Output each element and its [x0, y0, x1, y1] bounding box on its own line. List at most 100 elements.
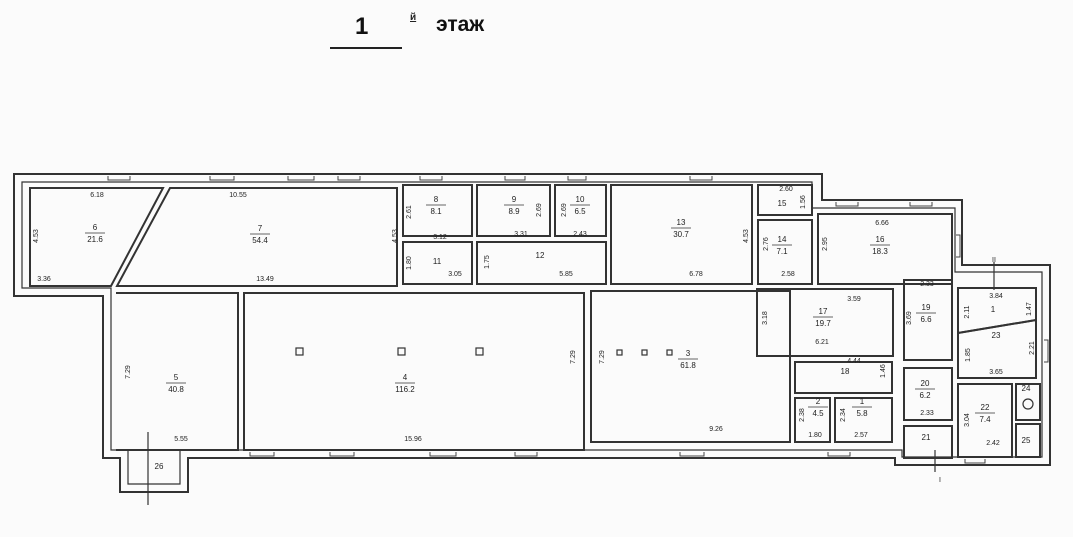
room-area: 18.3: [872, 247, 888, 256]
room-number: 7: [258, 224, 263, 233]
room-number: 1: [860, 397, 865, 406]
room-area: 61.8: [680, 361, 696, 370]
wall-room-10: [554, 184, 607, 237]
room-area: 6.5: [574, 207, 586, 216]
wall-room-17: [756, 288, 894, 357]
room-area: 6.6: [920, 315, 932, 324]
dimension-label: 3.69: [906, 311, 913, 325]
room-number: 11: [433, 257, 442, 266]
dimension-label: 3.12: [433, 234, 447, 241]
dimension-label: 1.47: [1026, 302, 1033, 316]
room-area: 19.7: [815, 319, 831, 328]
dimension-label: 4.53: [392, 229, 399, 243]
wall-room-21: [903, 425, 953, 459]
wall-room-6: [29, 187, 165, 287]
wall-room-7: [115, 187, 398, 287]
floor-ordinal-suffix: й: [410, 12, 417, 23]
dimension-label: 2.95: [822, 237, 829, 251]
room-number: 12: [536, 251, 545, 260]
column-marker: [616, 349, 623, 356]
dimension-label: 3.65: [989, 369, 1003, 376]
dimension-label: 3.31: [514, 231, 528, 238]
dimension-label: 1.46: [880, 364, 887, 378]
dimension-label: 6.66: [875, 220, 889, 227]
column-marker: [295, 347, 304, 356]
outer-wall-left: [13, 173, 1051, 493]
room-number: 15: [778, 199, 787, 208]
dimension-label: 2.76: [763, 237, 770, 251]
wall-room-4: [243, 292, 585, 451]
room-number: 13: [677, 218, 686, 227]
room-number: 5: [174, 373, 179, 382]
wall-room-15: [757, 184, 813, 216]
dimension-label: 2.11: [964, 305, 971, 318]
column-marker: [666, 349, 673, 356]
room-number: 26: [155, 462, 164, 471]
room-area: 30.7: [673, 230, 689, 239]
dimension-label: 2.57: [854, 432, 868, 439]
dimension-label: 5.85: [559, 271, 573, 278]
wall-room-11: [402, 241, 473, 285]
dimension-label: 1.80: [808, 432, 822, 439]
dimension-label: 2.58: [781, 271, 795, 278]
dimension-label: 5.55: [174, 436, 188, 443]
room-number: 23: [992, 331, 1001, 340]
dimension-label: 2.21: [1029, 341, 1036, 355]
wall-room-3: [590, 290, 791, 443]
room-number: 22: [981, 403, 990, 412]
room-number: 17: [819, 307, 828, 316]
room-number: 2: [816, 397, 821, 406]
dimension-label: 4.44: [847, 358, 861, 365]
room-area: 6.2: [919, 391, 931, 400]
wall-room-25: [1015, 423, 1041, 458]
wall-room-20: [903, 367, 953, 421]
dimension-label: 1.56: [800, 195, 807, 209]
dimension-label: 7.29: [570, 350, 577, 364]
room-number: 25: [1022, 436, 1031, 445]
room-area: 8.9: [508, 207, 520, 216]
wall-room-8: [402, 184, 473, 237]
dimension-label: 6.21: [815, 339, 829, 346]
dimension-label: 2.69: [536, 203, 543, 217]
dimension-label: 15.96: [404, 436, 422, 443]
wall-room-12: [476, 241, 607, 285]
column-marker: [397, 347, 406, 356]
room-area: 40.8: [168, 385, 184, 394]
wall-room-13: [610, 184, 753, 285]
dimension-label: 3.05: [448, 271, 462, 278]
room-number: 16: [876, 235, 885, 244]
dimension-label: 3.18: [762, 311, 769, 325]
room-number: 8: [434, 195, 439, 204]
room-number: 1: [991, 305, 996, 314]
dimension-label: 9.26: [709, 426, 723, 433]
wall-room-5: [116, 292, 239, 451]
wall-room-22: [957, 383, 1013, 458]
wall-room-1: [834, 397, 893, 443]
room-area: 8.1: [430, 207, 442, 216]
dimension-label: 2.34: [840, 408, 847, 422]
dimension-label: 2.61: [406, 205, 413, 219]
dimension-label: 2.33: [920, 410, 934, 417]
floor-word: этаж: [436, 13, 485, 36]
room-number: 19: [922, 303, 931, 312]
dimension-label: 3.84: [989, 293, 1003, 300]
dimension-label: 1.75: [484, 255, 491, 269]
room-number: 4: [403, 373, 408, 382]
room-area: 54.4: [252, 236, 268, 245]
dimension-label: 2.60: [779, 186, 793, 193]
dimension-label: 2.43: [573, 231, 587, 238]
room-number: 24: [1022, 384, 1031, 393]
room-number: 10: [576, 195, 585, 204]
room-area: 5.8: [856, 409, 868, 418]
dimension-label: 2.42: [986, 440, 1000, 447]
dimension-label: 2.69: [561, 203, 568, 217]
room-number: 3: [686, 349, 691, 358]
section-mark-top: II: [992, 257, 996, 264]
room-area: 7.1: [776, 247, 788, 256]
dimension-label: 6.78: [689, 271, 703, 278]
dimension-label: 3.59: [847, 296, 861, 303]
wall-room-23: [957, 318, 1037, 379]
room-area: 116.2: [395, 385, 415, 394]
fixture-icon: [1022, 398, 1034, 410]
